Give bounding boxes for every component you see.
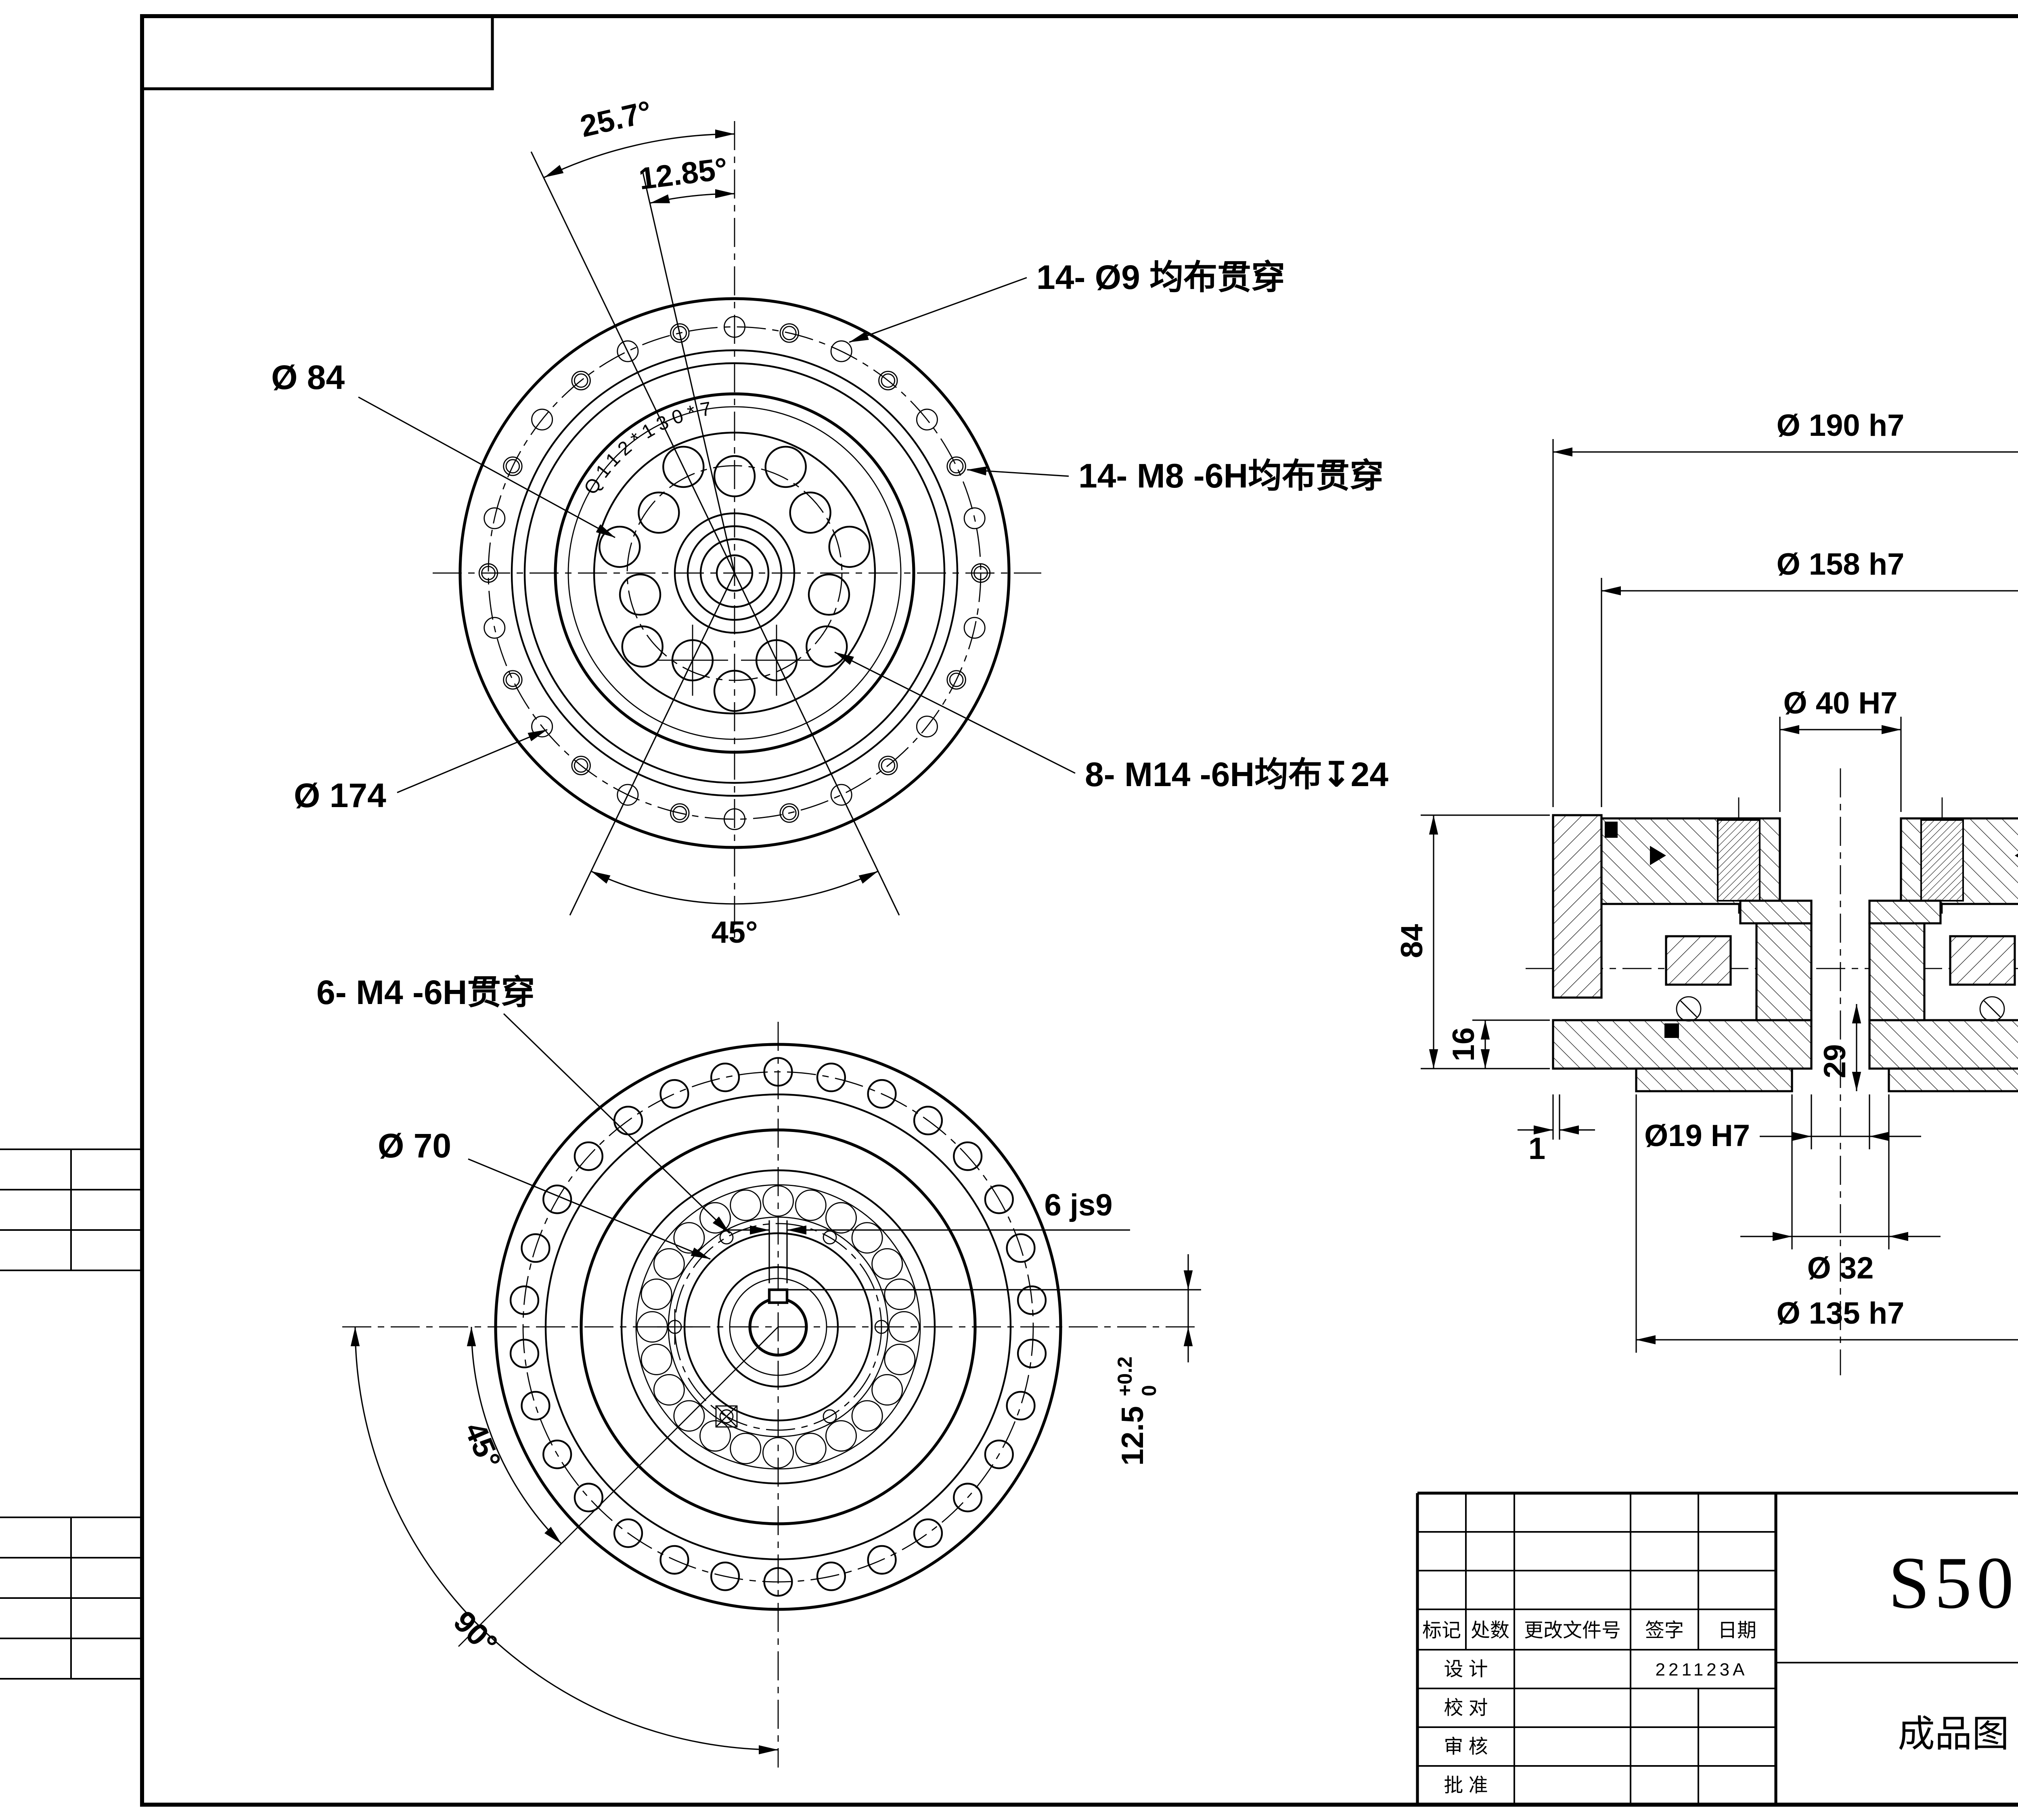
bottom-view: 6- M4 -6H贯穿 Ø 70 6 js9 12.5 +0.2 0 45° — [316, 973, 1201, 1768]
dim-dia-158: Ø 158 h7 — [1777, 547, 1905, 582]
dim-1-bottom: 1 — [1528, 1132, 1545, 1166]
dim-29: 29 — [1818, 1044, 1852, 1078]
dim-dia-32: Ø 32 — [1807, 1251, 1874, 1285]
dim-12-5-lower: 0 — [1138, 1385, 1160, 1396]
dim-dia-19: Ø19 H7 — [1644, 1119, 1750, 1153]
dim-12-5-nominal: 12.5 — [1116, 1406, 1150, 1466]
seal-sections — [1605, 822, 2018, 1038]
label-dia-70: Ø 70 — [378, 1127, 451, 1165]
label-holes-m4: 6- M4 -6H贯穿 — [316, 973, 535, 1011]
rev-header-date: 日期 — [1718, 1620, 1756, 1641]
section-dims — [1421, 439, 2018, 1353]
screw-sections — [1717, 819, 1964, 902]
dim-angle-25-7: 25.7° — [577, 94, 655, 144]
front-45-dim — [569, 573, 900, 916]
keyway-depth-dim — [787, 1254, 1201, 1362]
crossed-roller-bearing — [1676, 996, 2005, 1022]
role-review: 审 核 — [1444, 1736, 1488, 1757]
label-dia-174: Ø 174 — [294, 776, 386, 814]
dim-16: 16 — [1447, 1027, 1481, 1062]
dim-dia-190: Ø 190 h7 — [1777, 408, 1905, 443]
left-margin-marks — [0, 1148, 142, 1680]
rev-header-mark: 标记 — [1422, 1620, 1461, 1641]
drawing-border — [140, 14, 2018, 1807]
role-approve: 批 准 — [1444, 1775, 1488, 1796]
dim-dia-40: Ø 40 H7 — [1783, 686, 1897, 720]
front-bolt-hole-ring — [478, 316, 991, 831]
role-design: 设 计 — [1444, 1659, 1488, 1680]
bottom-leaders — [468, 1013, 731, 1260]
keyway-slot — [768, 1288, 789, 1304]
sheet-frame — [0, 14, 2018, 1807]
dim-angle-90: 90° — [447, 1604, 504, 1661]
dim-key-width: 6 js9 — [1044, 1188, 1112, 1222]
rev-header-count: 处数 — [1471, 1620, 1509, 1641]
dim-dia-135: Ø 135 h7 — [1777, 1296, 1905, 1330]
front-leaders — [358, 277, 1076, 793]
keyway-width-dim — [723, 1220, 1130, 1283]
drawing-title: 成品图 — [1898, 1713, 2009, 1755]
corner-box — [140, 15, 494, 90]
dim-angle-12-85: 12.85° — [637, 151, 729, 196]
title-block: 标记 处数 更改文件号 签字 日期 设 计 221123A 校 对 审 核 批 … — [1416, 1492, 2018, 1805]
housing-section — [1552, 814, 2016, 999]
front-angle-dims — [530, 129, 735, 573]
bottom-angle-dims — [350, 1326, 779, 1755]
label-holes-m8: 14- M8 -6H均布贯穿 — [1078, 457, 1384, 495]
rev-header-change-doc: 更改文件号 — [1524, 1620, 1621, 1641]
dim-angle-45-bottom: 45° — [458, 1418, 507, 1474]
title-block-grid — [1417, 1493, 2018, 1805]
dim-angle-45-front: 45° — [712, 915, 758, 950]
label-holes-m14: 8- M14 -6H均布↧24 — [1085, 755, 1388, 793]
design-signature: 221123A — [1656, 1660, 1748, 1680]
front-view: Q112*130*7 25.7° 12.85° 45° — [271, 94, 1388, 950]
dim-12-5-upper: +0.2 — [1114, 1356, 1136, 1396]
dim-12-5: 12.5 +0.2 0 — [1114, 1356, 1160, 1466]
flange-section — [1552, 900, 2018, 1092]
dim-84: 84 — [1395, 924, 1429, 958]
rev-header-signature: 签字 — [1645, 1620, 1684, 1641]
role-check: 校 对 — [1444, 1697, 1488, 1719]
label-holes-d9: 14- Ø9 均布贯穿 — [1036, 258, 1285, 296]
section-view: Ø 190 h7 Ø 158 h7 Ø 40 H7 1 84 16 1 89 2… — [1395, 408, 2018, 1375]
label-dia-84: Ø 84 — [271, 358, 345, 396]
part-number: S50 — [1888, 1542, 2018, 1624]
